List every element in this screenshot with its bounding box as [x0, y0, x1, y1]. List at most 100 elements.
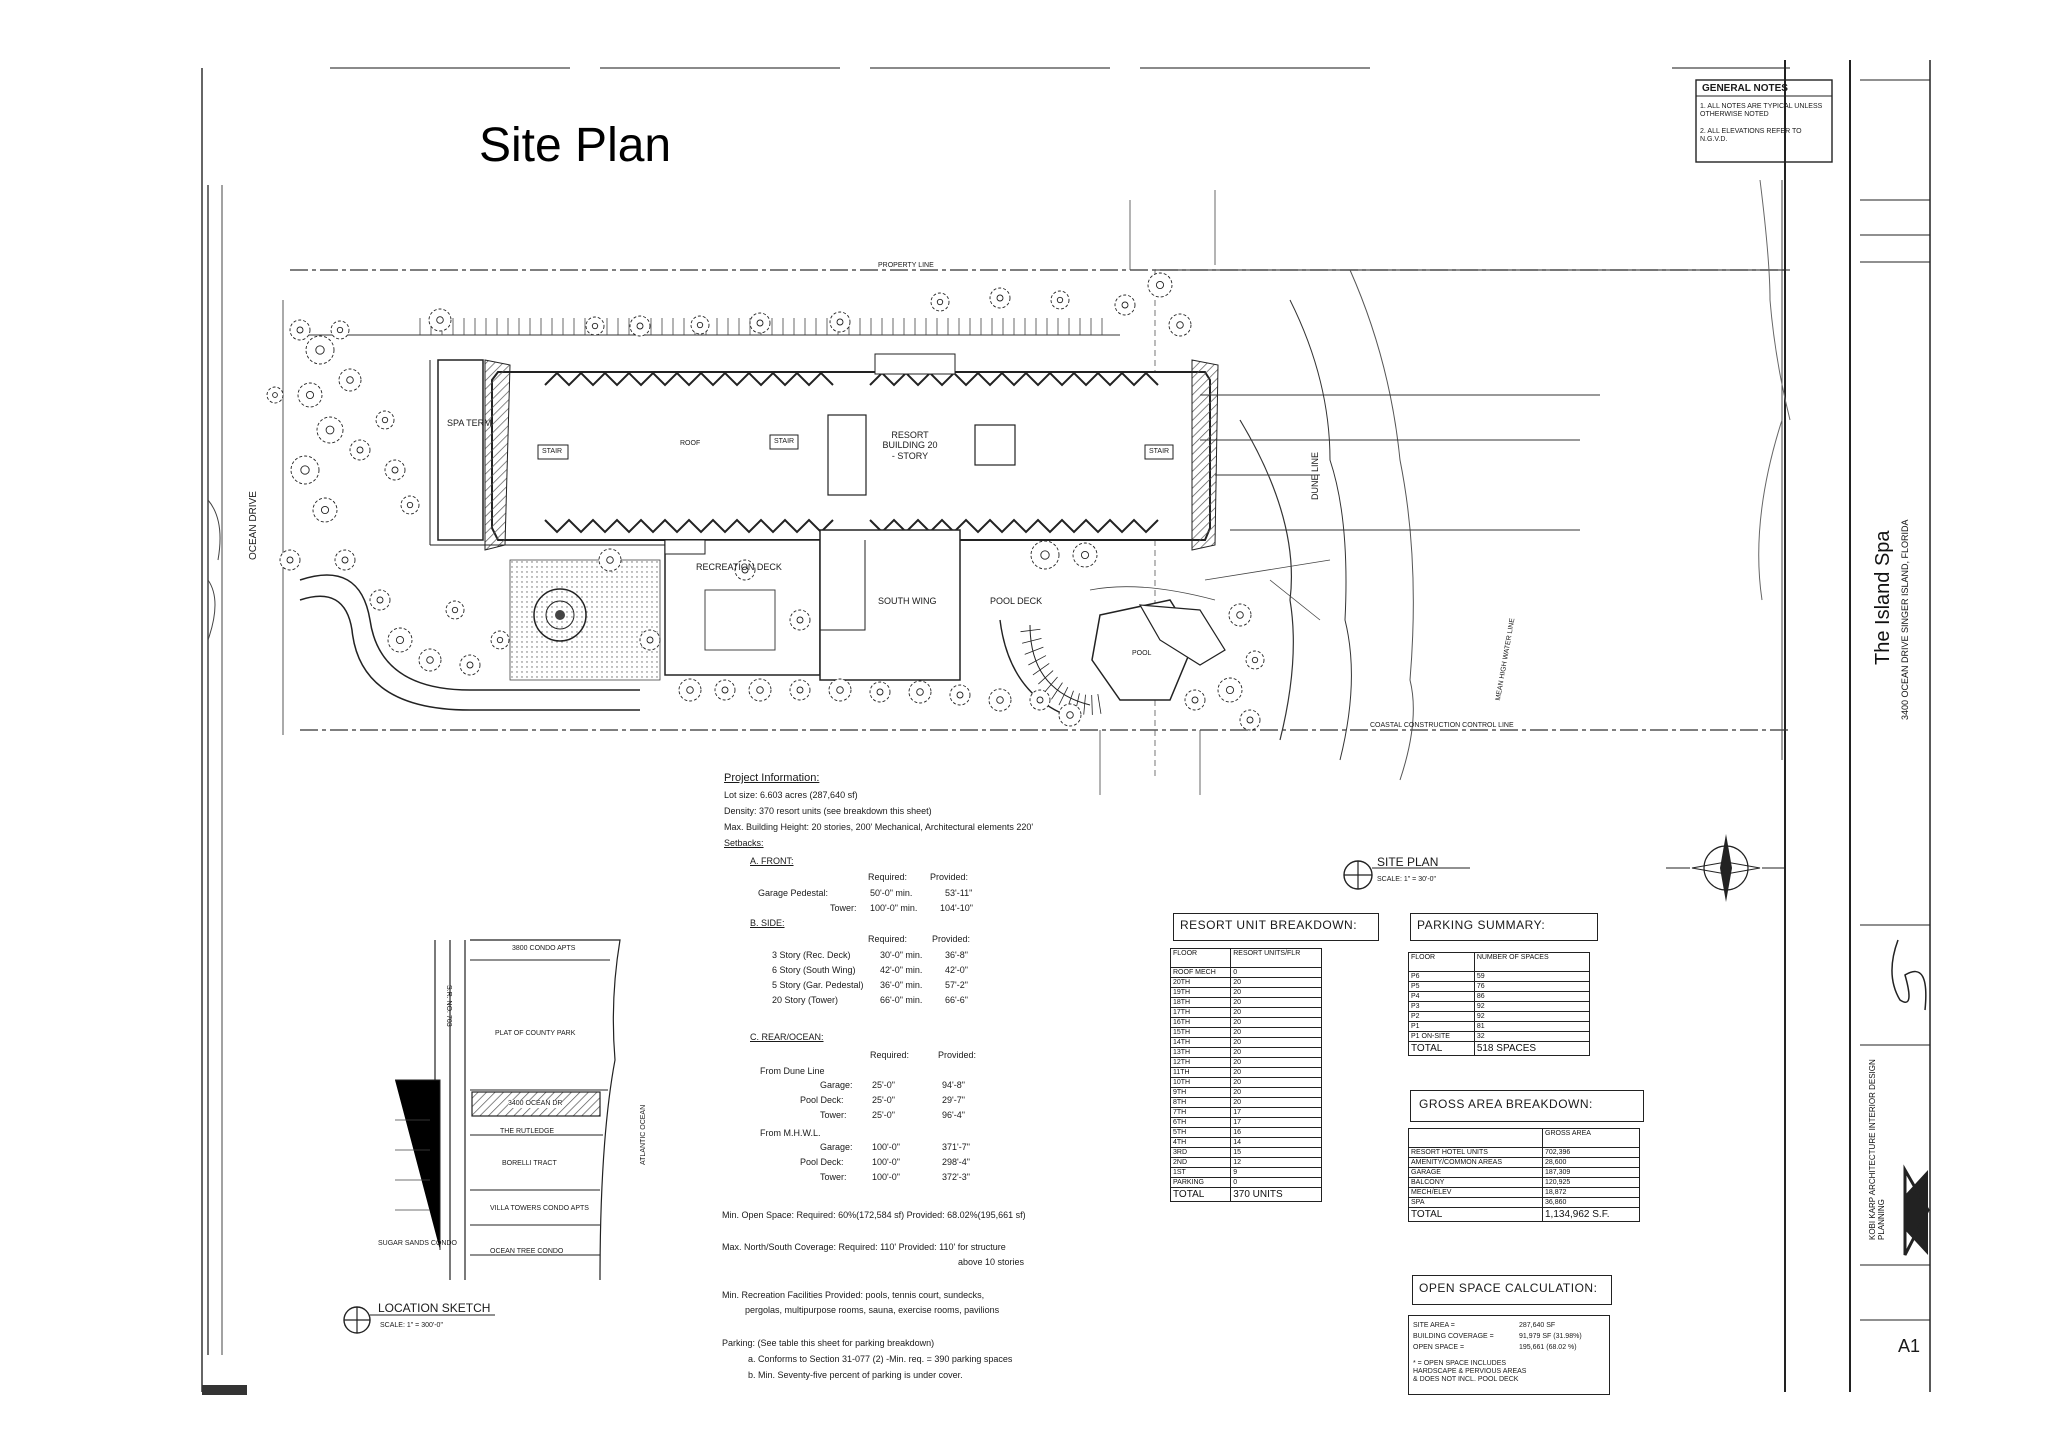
resort_units-cell: 17: [1230, 1107, 1322, 1118]
open-space-row-value: 91,979 SF (31.98%): [1519, 1333, 1582, 1340]
rear-provided-header: Provided:: [938, 1050, 977, 1060]
gross_area-header-cell: [1408, 1128, 1543, 1148]
resort_units-cell: 13TH: [1169, 1047, 1232, 1058]
resort-units-title: RESORT UNIT BREAKDOWN:: [1180, 918, 1358, 932]
resort_units-cell: 12: [1230, 1157, 1322, 1168]
location-sketch-title: LOCATION SKETCH: [378, 1301, 491, 1315]
gross-area-title: GROSS AREA BREAKDOWN:: [1419, 1097, 1593, 1111]
parking-cell: 81: [1473, 1021, 1591, 1032]
stair-label-b: STAIR: [774, 438, 795, 445]
resort_units-cell: 11TH: [1169, 1067, 1232, 1078]
parking-title-box: PARKING SUMMARY:: [1410, 913, 1598, 941]
parking-cell: 59: [1473, 971, 1591, 982]
general-notes-title: GENERAL NOTES: [1702, 83, 1788, 94]
resort-building-label: RESORT BUILDING 20 - STORY: [882, 430, 938, 461]
resort_units-cell: 10TH: [1169, 1077, 1232, 1088]
parking-cell: 76: [1473, 981, 1591, 992]
gross_area-cell: 36,860: [1542, 1197, 1640, 1208]
street-label: OCEAN DRIVE: [248, 491, 259, 560]
resort_units-cell: 15: [1230, 1147, 1322, 1158]
roof-label: ROOF: [680, 440, 701, 447]
parking-note: Parking: (See table this sheet for parki…: [722, 1338, 935, 1348]
resort_units-cell: 6TH: [1169, 1117, 1232, 1128]
parking-cell: P1 ON-SITE: [1408, 1031, 1475, 1042]
open-space-row-value: 195,661 (68.02 %): [1519, 1344, 1577, 1351]
parking-title: PARKING SUMMARY:: [1417, 918, 1546, 932]
rear-row-provided: 96'-4": [942, 1110, 965, 1120]
parking-cell: 32: [1473, 1031, 1591, 1042]
resort_units-cell: 20: [1230, 1017, 1322, 1028]
side-row-label: 5 Story (Gar. Pedestal): [772, 980, 864, 990]
resort_units-cell: 20: [1230, 1007, 1322, 1018]
parking-note: b. Min. Seventy-five percent of parking …: [748, 1370, 963, 1380]
map-label: 3800 CONDO APTS: [512, 945, 576, 952]
rear-row-label: Pool Deck:: [800, 1095, 844, 1105]
ccl-label: COASTAL CONSTRUCTION CONTROL LINE: [1370, 722, 1514, 729]
resort_units-cell: 20: [1230, 1087, 1322, 1098]
parking-cell: P2: [1408, 1011, 1475, 1022]
side-row-required: 36'-0" min.: [880, 980, 923, 990]
dune-line-label: DUNE LINE: [1310, 451, 1320, 500]
resort_units-cell: 16TH: [1169, 1017, 1232, 1028]
site-plan-title: SITE PLAN: [1377, 855, 1439, 869]
resort_units-cell: 15TH: [1169, 1027, 1232, 1038]
gross_area-total-label: TOTAL: [1408, 1207, 1543, 1222]
project-info-line: Lot size: 6.603 acres (287,640 sf): [724, 790, 858, 800]
resort_units-cell: 14: [1230, 1137, 1322, 1148]
resort_units-cell: 0: [1230, 1177, 1322, 1188]
stair-label-a: STAIR: [542, 448, 563, 455]
parking-cell: 86: [1473, 991, 1591, 1002]
rear-row-provided: 371'-7": [942, 1142, 970, 1152]
front-row-provided: 53'-11": [945, 888, 973, 898]
rear-group-label: From Dune Line: [760, 1066, 825, 1076]
map-label: 3400 OCEAN DR: [508, 1100, 563, 1109]
parking-cell: 92: [1473, 1011, 1591, 1022]
front-row-required: 50'-0" min.: [870, 888, 913, 898]
front-setback-title: A. FRONT:: [750, 856, 794, 866]
coverage-line: above 10 stories: [958, 1257, 1025, 1267]
resort_units-header-cell: RESORT UNITS/FLR: [1230, 948, 1322, 968]
gross_area-cell: 120,925: [1542, 1177, 1640, 1188]
side-setback-title: B. SIDE:: [750, 918, 785, 928]
front-row-label: Garage Pedestal:: [758, 888, 829, 898]
firm-name: KOBI KARP ARCHITECTURE INTERIOR DESIGN P…: [1868, 1059, 1886, 1240]
parking-cell: 92: [1473, 1001, 1591, 1012]
resort_units-cell: 8TH: [1169, 1097, 1232, 1108]
project-name: The Island Spa: [1872, 530, 1894, 665]
resort_units-cell: 1ST: [1169, 1167, 1232, 1178]
resort_units-cell: 20: [1230, 1097, 1322, 1108]
rear-row-required: 100'-0": [872, 1157, 900, 1167]
recreation-deck-label: RECREATION DECK: [696, 562, 782, 572]
open-space-title: OPEN SPACE CALCULATION:: [1419, 1281, 1598, 1295]
parking-header-cell: NUMBER OF SPACES: [1473, 952, 1591, 972]
project-info-line: Density: 370 resort units (see breakdown…: [724, 806, 932, 816]
resort_units-cell: 2ND: [1169, 1157, 1232, 1168]
gross_area-header-row: GROSS AREA: [1408, 1128, 1640, 1148]
resort_units-cell: 20: [1230, 977, 1322, 988]
resort_units-cell: 19TH: [1169, 987, 1232, 998]
map-label: ATLANTIC OCEAN: [640, 1104, 647, 1165]
map-label: BORELLI TRACT: [502, 1160, 557, 1167]
